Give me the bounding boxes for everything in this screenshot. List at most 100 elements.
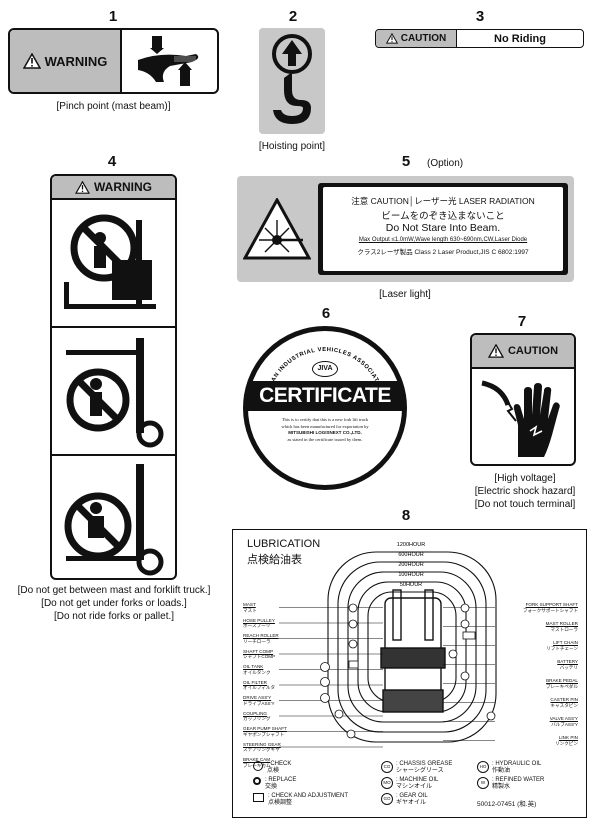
interval-hour-label: 100HOUR: [398, 572, 423, 578]
w-symbol-icon: W: [477, 777, 489, 789]
legend-text: : HYDRAULIC OIL: [492, 761, 542, 767]
lube-point-en: MAST: [243, 602, 256, 607]
lube-point-en: REACH ROLLER: [243, 633, 279, 638]
interval-hour-label: 1200HOUR: [397, 542, 425, 548]
warning-label: WARNING: [94, 180, 152, 194]
interval-hour-label: 50HOUR: [400, 582, 422, 588]
laser-caution-heading: 注意 CAUTION│レーザー光 LASER RADIATION: [351, 196, 535, 206]
lube-point-en: BRAKE CAM: [243, 757, 271, 762]
prohibited-under-forks-icon: [66, 338, 164, 448]
laser-japanese-warning: ビームをのぞき込まないこと: [381, 211, 505, 222]
prohibited-between-mast-icon: [64, 214, 156, 309]
certificate-title: CERTIFICATE: [248, 381, 402, 411]
check-symbol-icon: [253, 761, 263, 771]
caption-line: [Electric shock hazard]: [474, 486, 576, 497]
caution-header: CAUTION: [472, 335, 574, 369]
body-line: as stated in the certificate issued by t…: [287, 436, 363, 442]
label-2-caption: [Hoisting point]: [258, 141, 326, 152]
lubrication-title-ja: 点検給油表: [247, 554, 302, 566]
label-2-hoisting-point: [259, 28, 325, 134]
lube-point-en: CASTER PIN: [550, 697, 578, 702]
caption-line: [Do not get under forks or loads.]: [41, 598, 187, 609]
laser-do-not-stare: Do Not Stare Into Beam.: [385, 222, 501, 234]
lube-point-en: DRIVE ASS'Y: [243, 695, 272, 700]
legend-text: 精製水: [492, 784, 511, 790]
no-ride-forks-panel: [52, 456, 175, 578]
lube-point-ja: ブレーキペダル: [545, 683, 578, 689]
legend-text: 点検: [267, 768, 280, 774]
lube-point-ja: ギヤポンプシャフト: [243, 731, 285, 737]
label-3-number: 3: [475, 8, 485, 25]
manufacturer-name: MITSUBISHI LOGISNEXT CO.,LTD.: [288, 430, 362, 435]
pinch-hand-icon: [137, 36, 198, 86]
label-3-no-riding: CAUTION No Riding: [375, 29, 584, 48]
lube-point-ja: キャスタピン: [550, 702, 578, 708]
lube-point-en: COUPLING: [243, 710, 267, 716]
warning-triangle-icon: [75, 180, 90, 194]
lube-point-en: STEERING GEAR: [243, 741, 281, 747]
lube-point-en: SHAFT COMP: [243, 648, 274, 654]
legend-text: : REFINED WATER: [492, 777, 545, 783]
legend-text: : CHECK AND ADJUSTMENT: [268, 793, 349, 799]
lube-point-ja: バッテリ: [559, 664, 578, 670]
warning-header: WARNING: [52, 176, 175, 200]
legend-text: 交換: [265, 784, 278, 790]
lube-point-en: LIFT CHAIN: [553, 640, 578, 645]
label-1-pinch-point: WARNING: [8, 28, 219, 94]
lube-point-ja: ステアリングギヤ: [243, 747, 280, 752]
legend-text: ギヤオイル: [396, 800, 427, 806]
interval-hour-label: 200HOUR: [398, 562, 423, 568]
warning-triangle-icon: [487, 344, 504, 358]
caution-label: CAUTION: [400, 33, 447, 44]
lube-point-en: FORK SUPPORT SHAFT: [525, 602, 578, 607]
lube-point-en: LINK PIN: [558, 735, 578, 740]
lube-point-ja: マストローラ: [550, 626, 578, 632]
label-7-number: 7: [517, 313, 527, 330]
lube-point-en: MAST ROLLER: [545, 621, 578, 626]
legend-text: : CHASSIS GREASE: [396, 761, 453, 767]
legend-text: : REPLACE: [265, 777, 297, 783]
hook-icon: [272, 34, 312, 124]
jiva-logo: JIVA: [312, 361, 338, 377]
label-7-caption: [High voltage] [Electric shock hazard] […: [450, 472, 600, 511]
lube-point-ja: リーチローラ: [243, 638, 271, 644]
label-2-number: 2: [288, 8, 298, 25]
label-5-laser: 注意 CAUTION│レーザー光 LASER RADIATION ビームをのぞき…: [237, 176, 574, 282]
legend-text: シャーシグリース: [396, 768, 444, 774]
label-4-forklift-warnings: WARNING: [50, 174, 177, 580]
legend-text: : GEAR OIL: [396, 793, 428, 799]
lube-point-ja: ホースプーリ: [243, 623, 271, 628]
mo-symbol-icon: MO: [381, 777, 393, 789]
check-adjust-symbol-icon: [253, 793, 264, 802]
lube-point-en: BATTERY: [557, 659, 578, 664]
label-7-high-voltage: CAUTION: [470, 333, 576, 466]
label-5-number: 5: [401, 153, 411, 170]
go-symbol-icon: GO: [381, 793, 393, 805]
caption-line: [High voltage]: [494, 473, 556, 484]
label-4-number: 4: [107, 153, 117, 170]
legend-text: : CHECK: [267, 761, 292, 767]
body-line: This is to certify that this is a new fo…: [281, 417, 369, 422]
warning-triangle-icon: [385, 33, 398, 44]
body-line: which has been manufactured for exportat…: [281, 423, 369, 429]
lube-point-ja: リフトチェーン: [546, 645, 578, 651]
